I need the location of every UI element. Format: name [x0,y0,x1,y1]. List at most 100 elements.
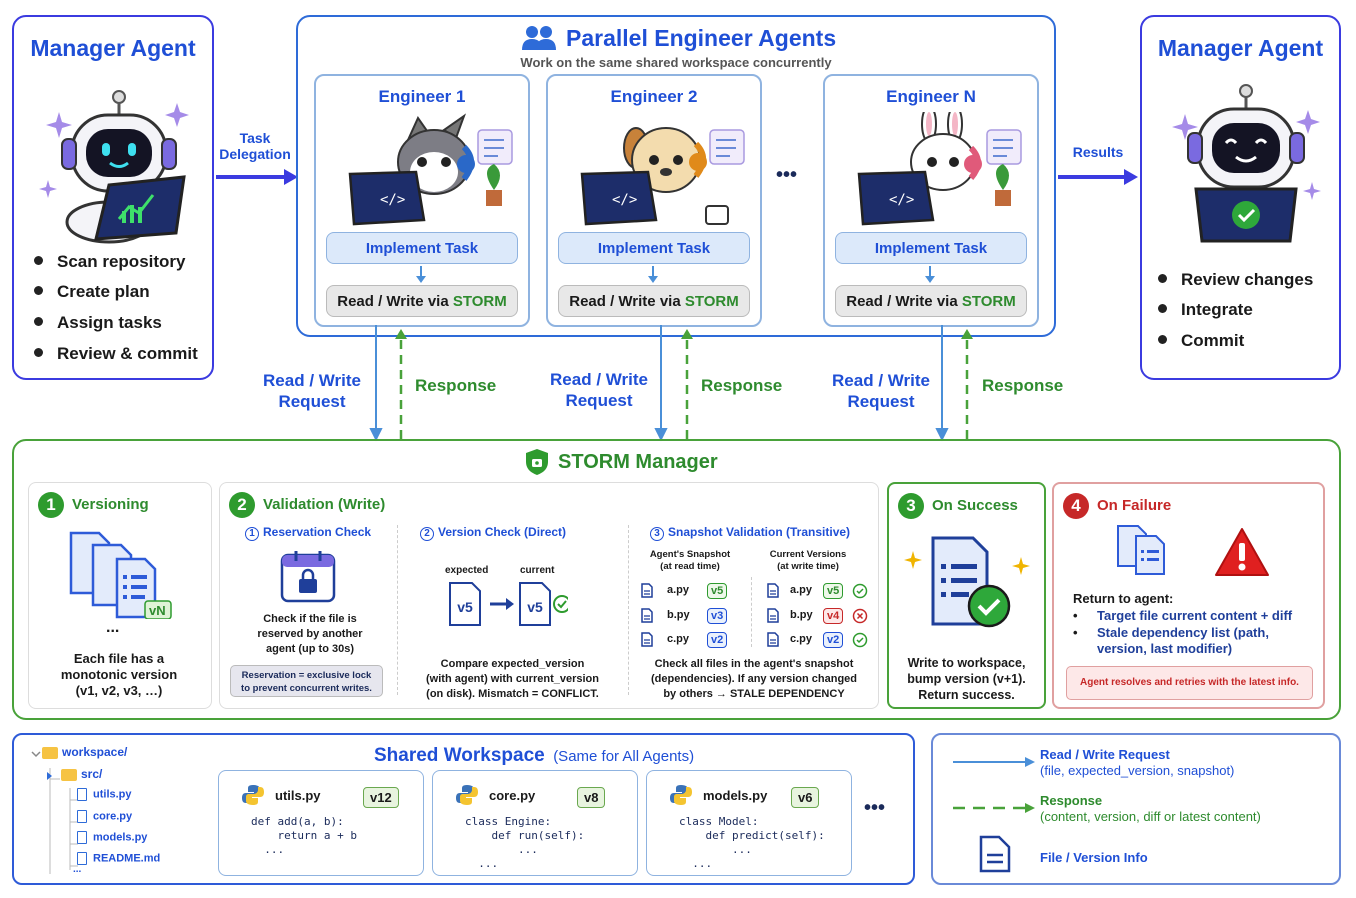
tree-file[interactable]: utils.py [77,788,132,801]
failure-title: On Failure [1097,496,1172,514]
request-label: Read / Write Request [263,371,361,411]
rw-storm-box: Read / Write via STORM [326,285,518,317]
reservation-note: Reservation = exclusive lock to prevent … [230,665,383,697]
svg-text:</>: </> [889,192,914,208]
expected-version: v5 [457,599,473,615]
engineer-card: Engineer 1 </> Implement Task Read / Wri… [314,74,530,327]
legend-request-label: Read / Write Request [1040,747,1170,762]
implement-task-box: Implement Task [835,232,1027,264]
left-manager-title: Manager Agent [30,35,196,61]
python-icon [670,785,692,805]
success-title: On Success [932,496,1018,514]
right-manager-title: Manager Agent [1157,35,1324,61]
tree-file[interactable]: README.md [77,852,160,865]
reservation-title: Reservation Check [263,525,372,539]
tree-file[interactable]: core.py [77,810,132,823]
left-manager-bullet: Review & commit [34,344,198,364]
divider [397,525,398,695]
versioning-dots: ... [106,619,120,636]
check-icon [852,583,868,604]
flow-arrow-icon [416,276,426,283]
tree-label: utils.py [93,788,132,801]
file-code: class Engine: def run(self): ... ... [465,815,585,870]
current-file: b.py [790,609,813,621]
rw-prefix: Read / Write via [337,292,453,310]
file-icon [641,632,653,652]
failure-item: •Stale dependency list (path, version, l… [1073,625,1269,656]
folder-icon [42,746,58,759]
response-label: Response [415,376,497,395]
tree-label: models.py [93,831,148,844]
tree-file[interactable]: models.py [77,831,147,844]
current-version-tag: v5 [823,583,844,599]
right-manager-bullet: Commit [1158,331,1244,351]
python-icon [242,785,264,805]
snapshot-version-tag: v3 [707,608,728,624]
flow-arrow-icon [925,276,935,283]
cat-engineer-icon: </> [348,113,513,226]
tree-label: src/ [81,767,103,781]
manager-robot-icon [39,90,189,244]
left-manager-bullet: Assign tasks [34,313,162,333]
svg-text:</>: </> [612,192,637,208]
step-number: 2 [229,492,255,518]
tree-src[interactable]: src/ [61,767,102,781]
tree-workspace[interactable]: workspace/ [42,745,127,759]
response-label: Response [701,376,783,395]
python-icon [456,785,478,805]
right-manager-bullet: Integrate [1158,300,1253,320]
response-label: Response [982,376,1064,395]
warning-icon [1215,528,1269,576]
legend-response-label: Response [1040,793,1103,808]
file-icon [767,608,779,628]
left-manager-bullet: Create plan [34,282,150,302]
users-icon [522,26,556,50]
snapshot-desc: Check all files in the agent's snapshot … [651,658,857,700]
current-file: a.py [790,584,813,596]
storm-manager-panel: STORM Manager [12,439,1341,720]
tree-label: README.md [93,852,161,865]
task-delegation-label: Task Delegation [219,130,291,162]
flow-arrow-icon [929,266,931,280]
versioning-desc: Each file has a monotonic version (v1, v… [60,651,178,698]
failure-item-text: Stale dependency list (path, version, la… [1097,625,1269,656]
file-icon [641,608,653,628]
rw-storm: STORM [684,292,739,310]
engineer-name: Engineer N [886,87,976,106]
engineers-subtitle: Work on the same shared workspace concur… [520,55,832,70]
snapshot-file: c.py [667,633,690,645]
version-check-title: Version Check (Direct) [438,525,567,539]
file-code: class Model: def predict(self): ... ... [679,815,825,870]
tree-more: ... [73,864,82,875]
snapshot-file: b.py [667,609,690,621]
current-version-tag: v2 [823,632,844,648]
workspace-title: Shared Workspace [374,745,545,766]
snapshot-col2: Current Versions (at write time) [769,549,847,572]
file-icon [77,810,87,823]
snapshot-file: a.py [667,584,690,596]
file-name: models.py [703,788,768,803]
file-icon [77,852,87,865]
file-name: core.py [489,788,536,803]
file-icon [641,583,653,603]
folder-icon [61,768,77,781]
rw-storm: STORM [452,292,507,310]
engineers-title: Parallel Engineer Agents [566,25,837,51]
legend-response-arrow [953,803,1035,813]
versioning-title: Versioning [72,495,149,513]
file-version-tag: v12 [363,787,399,808]
document-check-icon [904,536,1030,628]
file-icon [77,831,87,844]
version-badge: vN [149,603,166,618]
file-icon [77,788,87,801]
dog-engineer-icon: </> [580,127,745,226]
documents-icon [69,531,172,619]
workspace-subtitle: (Same for All Agents) [553,748,695,765]
workspace-ellipsis: ••• [864,797,886,819]
